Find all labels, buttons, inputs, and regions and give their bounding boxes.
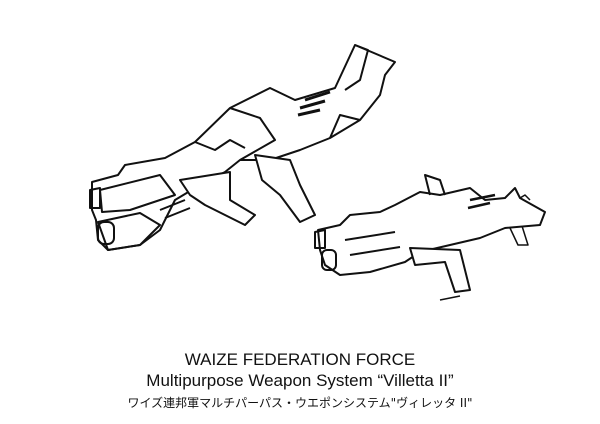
caption-organization: WAIZE FEDERATION FORCE — [184, 350, 416, 369]
small-weapon-drawing — [314, 174, 546, 301]
large-weapon-drawing — [89, 44, 396, 251]
caption-japanese-name: ワイズ連邦軍マルチパーパス・ウエポンシステム"ヴィレッタ II" — [127, 396, 473, 410]
caption-weapon-name: Multipurpose Weapon System “Villetta II” — [146, 371, 454, 390]
